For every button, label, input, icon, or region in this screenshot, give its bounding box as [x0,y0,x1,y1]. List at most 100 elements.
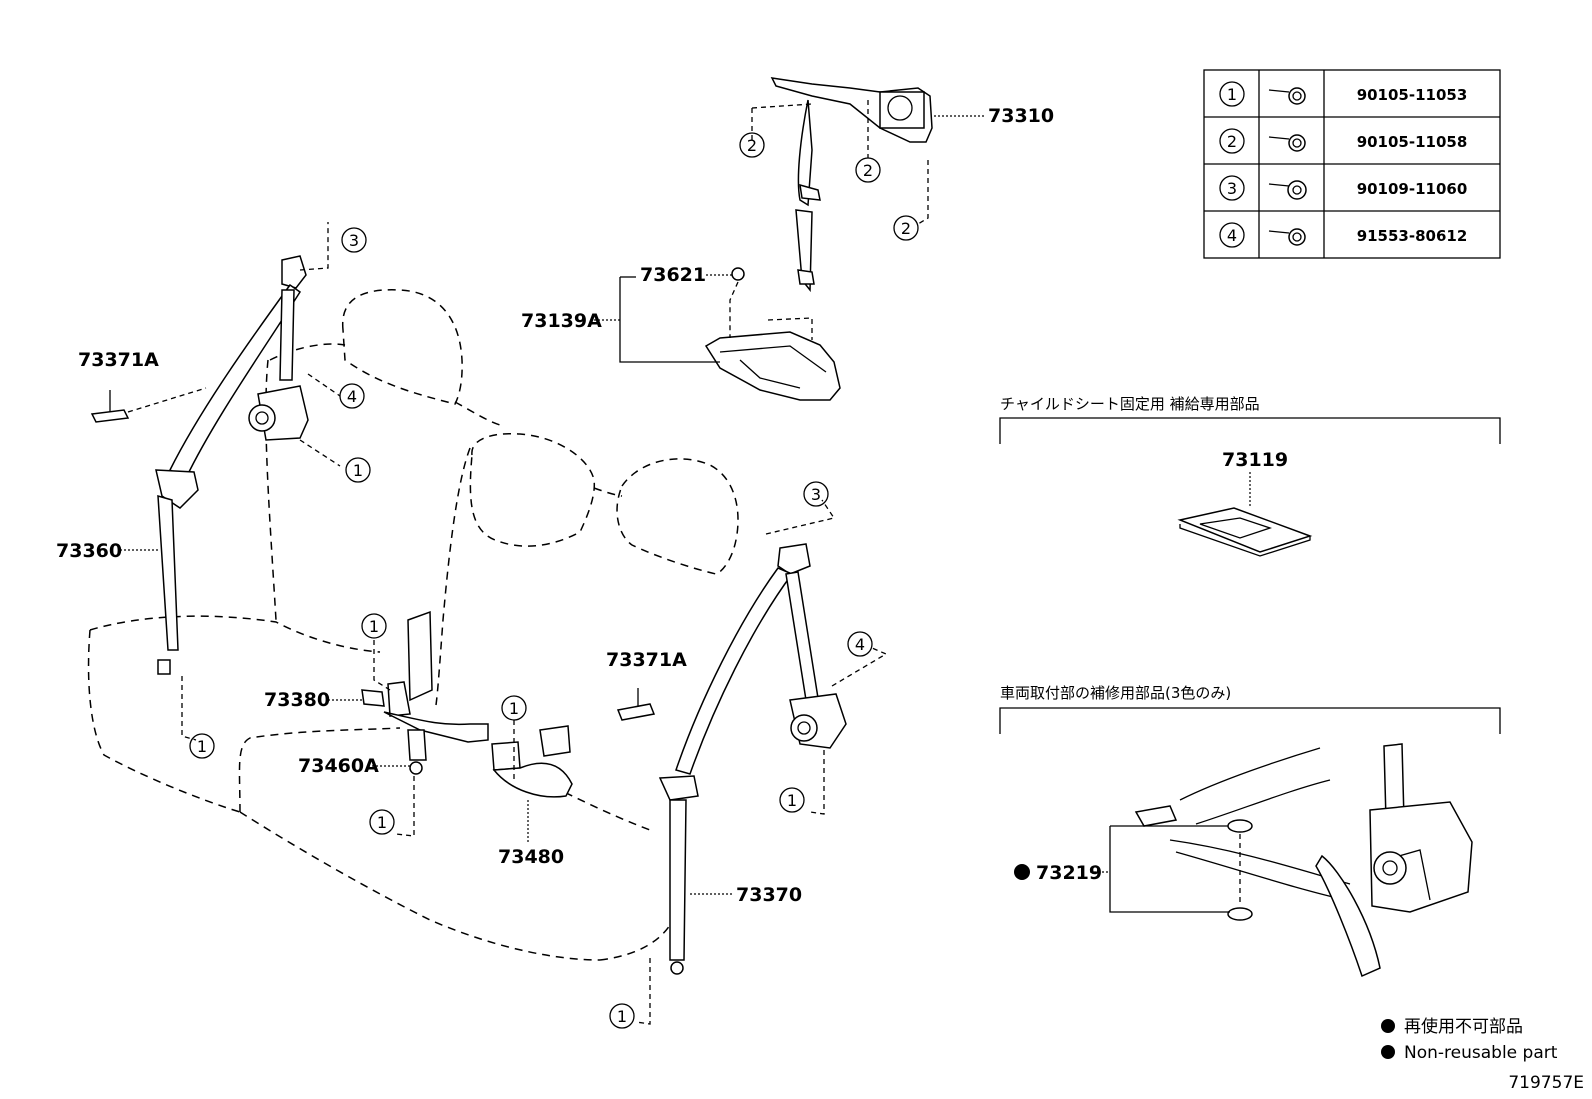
ref-circle [855,157,881,183]
leader-dash [373,640,391,691]
part-label-73371A-mid: 73371A [606,649,687,671]
ref-circle [1219,81,1245,107]
ref-number: 1 [369,617,379,636]
clip-73621 [731,267,745,281]
legend: 再使用不可部品 Non-reusable part [1381,1016,1558,1063]
part-label-73621: 73621 [640,264,706,286]
part-number: 91553-80612 [1357,227,1468,245]
bolt-icon [1268,134,1306,152]
leader-dash [395,776,415,837]
ref-number: 2 [747,136,757,155]
clip-73371A-left [90,390,130,423]
ref-number: 4 [855,635,865,654]
part-label-73370: 73370 [736,884,802,906]
ref-circle [341,227,367,253]
ref-circle [1219,128,1245,154]
leader-dash [127,387,207,413]
ref-number: 1 [377,813,387,832]
part-label-73310: 73310 [988,105,1054,127]
legend-en: Non-reusable part [1404,1043,1558,1063]
leader-dash [299,222,329,271]
leader-dash [299,439,341,467]
ref-number: 2 [901,219,911,238]
bolt-table: 1 90105-11053 2 90105-11058 3 [1203,69,1501,259]
section-title-body-mount: 車両取付部の補修用部品(3色のみ) [1000,684,1231,702]
leader-dash [635,958,651,1025]
leader-dash [729,281,739,338]
anchor-plate-73119 [1177,507,1313,557]
ref-circle [339,383,365,409]
leader-dash [917,160,929,225]
bolt-table-row: 3 90109-11060 [1219,175,1468,201]
ref-number: 3 [1227,179,1237,198]
cover-73139A [704,267,841,401]
ref-circle [501,695,527,721]
ref-circle [369,809,395,835]
bolt-icon [1268,180,1307,200]
ref-number: 4 [347,387,357,406]
ref-circle [893,215,919,241]
bolt-table-row: 1 90105-11053 [1219,81,1468,107]
section-bracket [999,707,1501,734]
section-title-child-seat: チャイルドシート固定用 補給専用部品 [1000,395,1260,413]
leader-dash [751,103,813,109]
part-label-73460A: 73460A [298,755,379,777]
ref-number: 1 [617,1007,627,1026]
bracket-line [1109,826,1230,913]
non-reusable-marker-icon [1381,1019,1395,1033]
part-label-73119: 73119 [1222,449,1288,471]
ref-circle [779,787,805,813]
ref-number: 1 [197,737,207,756]
part-label-73219: 73219 [1036,862,1102,884]
part-label-73380: 73380 [264,689,330,711]
ref-number: 4 [1227,226,1237,245]
ref-circle [739,132,765,158]
non-reusable-marker-icon [1014,864,1030,880]
ref-circle [189,733,215,759]
ref-circle [803,481,829,507]
section-bracket [999,417,1501,444]
bolt-table-row: 2 90105-11058 [1219,128,1468,154]
leader-dash [181,676,197,741]
leader-dash [765,499,836,535]
part-number: 90109-11060 [1357,180,1468,198]
leader-dash [831,647,888,687]
buckle-73380 [361,610,489,743]
ref-number: 3 [349,231,359,250]
seat-outline [87,289,739,961]
belt-73360 [155,255,309,675]
ref-number: 3 [811,485,821,504]
buckle-73460A [407,729,427,775]
figure-id: 719757E [1508,1073,1584,1093]
part-number: 90105-11053 [1357,86,1468,104]
ref-circle [847,631,873,657]
body-mount-assembly [1134,743,1473,978]
bracket-line [619,277,720,363]
ref-number: 1 [509,699,519,718]
leader-dash [767,317,813,340]
ref-number: 1 [787,791,797,810]
part-label-73360: 73360 [56,540,122,562]
belt-73370 [658,543,847,975]
retractor-73310 [770,77,933,293]
ref-circle [1219,175,1245,201]
ref-circle [345,457,371,483]
ref-number: 1 [353,461,363,480]
leader-dash [307,373,341,397]
bolt-icon [1268,87,1306,105]
leader-dash [809,750,825,815]
non-reusable-marker-icon [1381,1045,1395,1059]
part-number: 90105-11058 [1357,133,1468,151]
ref-number: 2 [863,161,873,180]
ref-circle [1219,222,1245,248]
ref-circle [361,613,387,639]
buckle-73480 [491,725,573,798]
part-label-73139A: 73139A [521,310,602,332]
ref-number: 2 [1227,132,1237,151]
bolt-icon [1268,228,1306,246]
part-label-73480: 73480 [498,846,564,868]
ref-circle [609,1003,635,1029]
ref-number: 1 [1227,85,1237,104]
legend-jp: 再使用不可部品 [1404,1016,1523,1037]
